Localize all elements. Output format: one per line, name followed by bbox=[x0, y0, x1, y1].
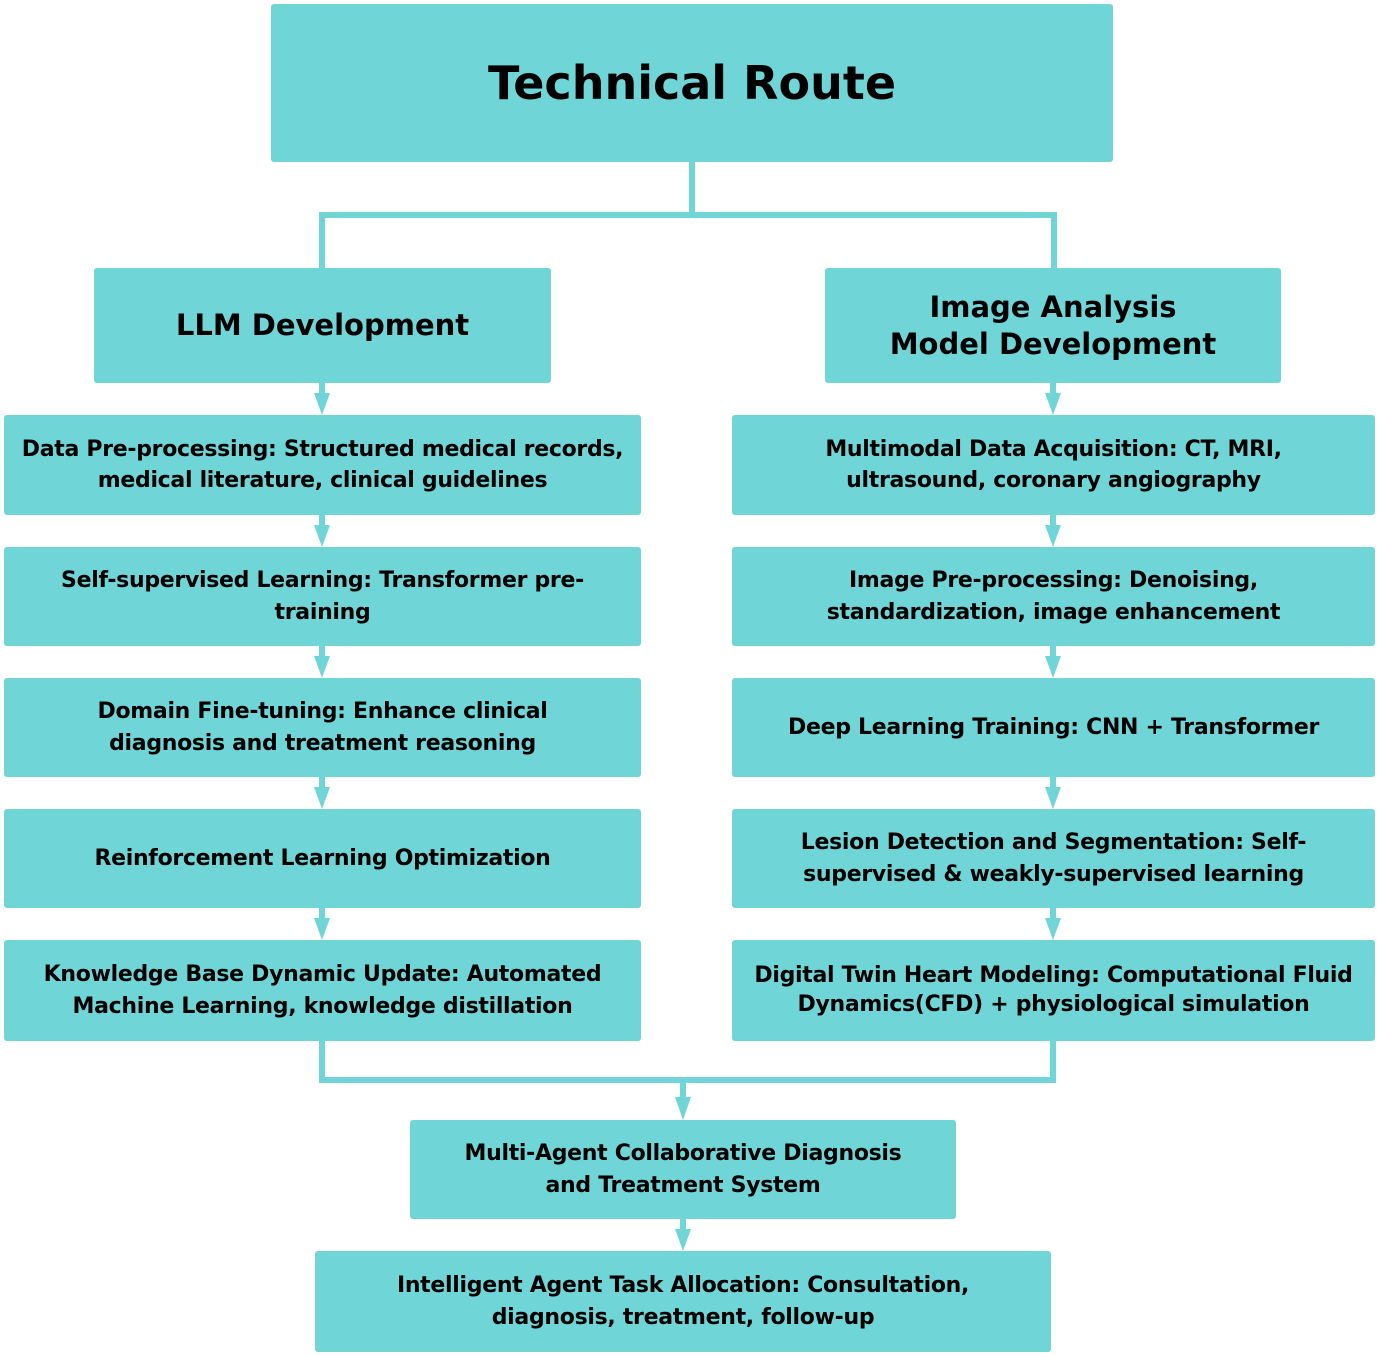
arrow-head-icon bbox=[675, 1097, 691, 1120]
connector-merge bbox=[319, 1038, 1056, 1107]
arrow-head-icon bbox=[1045, 918, 1061, 940]
step-node-self-supervised: Self-supervised Learning: Transformer pr… bbox=[4, 547, 641, 646]
arrow-head-icon bbox=[1045, 525, 1061, 547]
step-label: Intelligent Agent Task Allocation: Consu… bbox=[396, 1273, 970, 1330]
step-label: Lesion Detection and Segmentation: Self-… bbox=[800, 830, 1307, 887]
step-label: Multimodal Data Acquisition: CT, MRI, ul… bbox=[825, 436, 1282, 493]
step-label: Domain Fine-tuning: Enhance clinical dia… bbox=[97, 699, 548, 756]
step-label: Reinforcement Learning Optimization bbox=[94, 845, 551, 871]
arrow-head-icon bbox=[1045, 656, 1061, 678]
arrow-head-icon bbox=[1045, 393, 1061, 415]
diagram-title: Technical Route bbox=[487, 55, 897, 110]
step-node-multimodal-acquisition: Multimodal Data Acquisition: CT, MRI, ul… bbox=[732, 415, 1375, 515]
step-label: Deep Learning Training: CNN + Transforme… bbox=[787, 714, 1319, 740]
merge-node-task-allocation: Intelligent Agent Task Allocation: Consu… bbox=[315, 1251, 1051, 1352]
step-node-data-preprocessing: Data Pre-processing: Structured medical … bbox=[4, 415, 641, 515]
step-node-lesion-detection: Lesion Detection and Segmentation: Self-… bbox=[732, 809, 1375, 908]
branch-title: Image Analysis Model Development bbox=[889, 290, 1217, 361]
step-label: Image Pre-processing: Denoising, standar… bbox=[826, 568, 1281, 625]
arrow-head-icon bbox=[314, 787, 330, 809]
branch-title: LLM Development bbox=[175, 308, 470, 343]
step-label: Knowledge Base Dynamic Update: Automated… bbox=[43, 962, 602, 1019]
arrow-head-icon bbox=[1045, 787, 1061, 809]
step-node-image-preprocessing: Image Pre-processing: Denoising, standar… bbox=[732, 547, 1375, 646]
arrow-head-icon bbox=[675, 1229, 691, 1251]
arrow-head-icon bbox=[314, 656, 330, 678]
branch-node-llm: LLM Development bbox=[94, 268, 551, 383]
title-node: Technical Route bbox=[271, 4, 1113, 162]
step-node-digital-twin: Digital Twin Heart Modeling: Computation… bbox=[732, 940, 1375, 1041]
connector-title-to-branches bbox=[319, 159, 1057, 271]
arrow-head-icon bbox=[314, 525, 330, 547]
branch-node-image-analysis: Image Analysis Model Development bbox=[825, 268, 1281, 383]
step-node-reinforcement-learning: Reinforcement Learning Optimization bbox=[4, 809, 641, 908]
merge-node-multi-agent-system: Multi-Agent Collaborative Diagnosis and … bbox=[410, 1120, 956, 1219]
step-node-knowledge-base: Knowledge Base Dynamic Update: Automated… bbox=[4, 940, 641, 1041]
step-label: Self-supervised Learning: Transformer pr… bbox=[61, 568, 584, 625]
step-node-domain-finetuning: Domain Fine-tuning: Enhance clinical dia… bbox=[4, 678, 641, 777]
step-node-deep-learning: Deep Learning Training: CNN + Transforme… bbox=[732, 678, 1375, 777]
arrow-head-icon bbox=[314, 393, 330, 415]
step-label: Data Pre-processing: Structured medical … bbox=[21, 436, 624, 493]
step-label: Multi-Agent Collaborative Diagnosis and … bbox=[464, 1141, 902, 1198]
step-label: Digital Twin Heart Modeling: Computation… bbox=[754, 962, 1353, 1017]
arrow-head-icon bbox=[314, 918, 330, 940]
